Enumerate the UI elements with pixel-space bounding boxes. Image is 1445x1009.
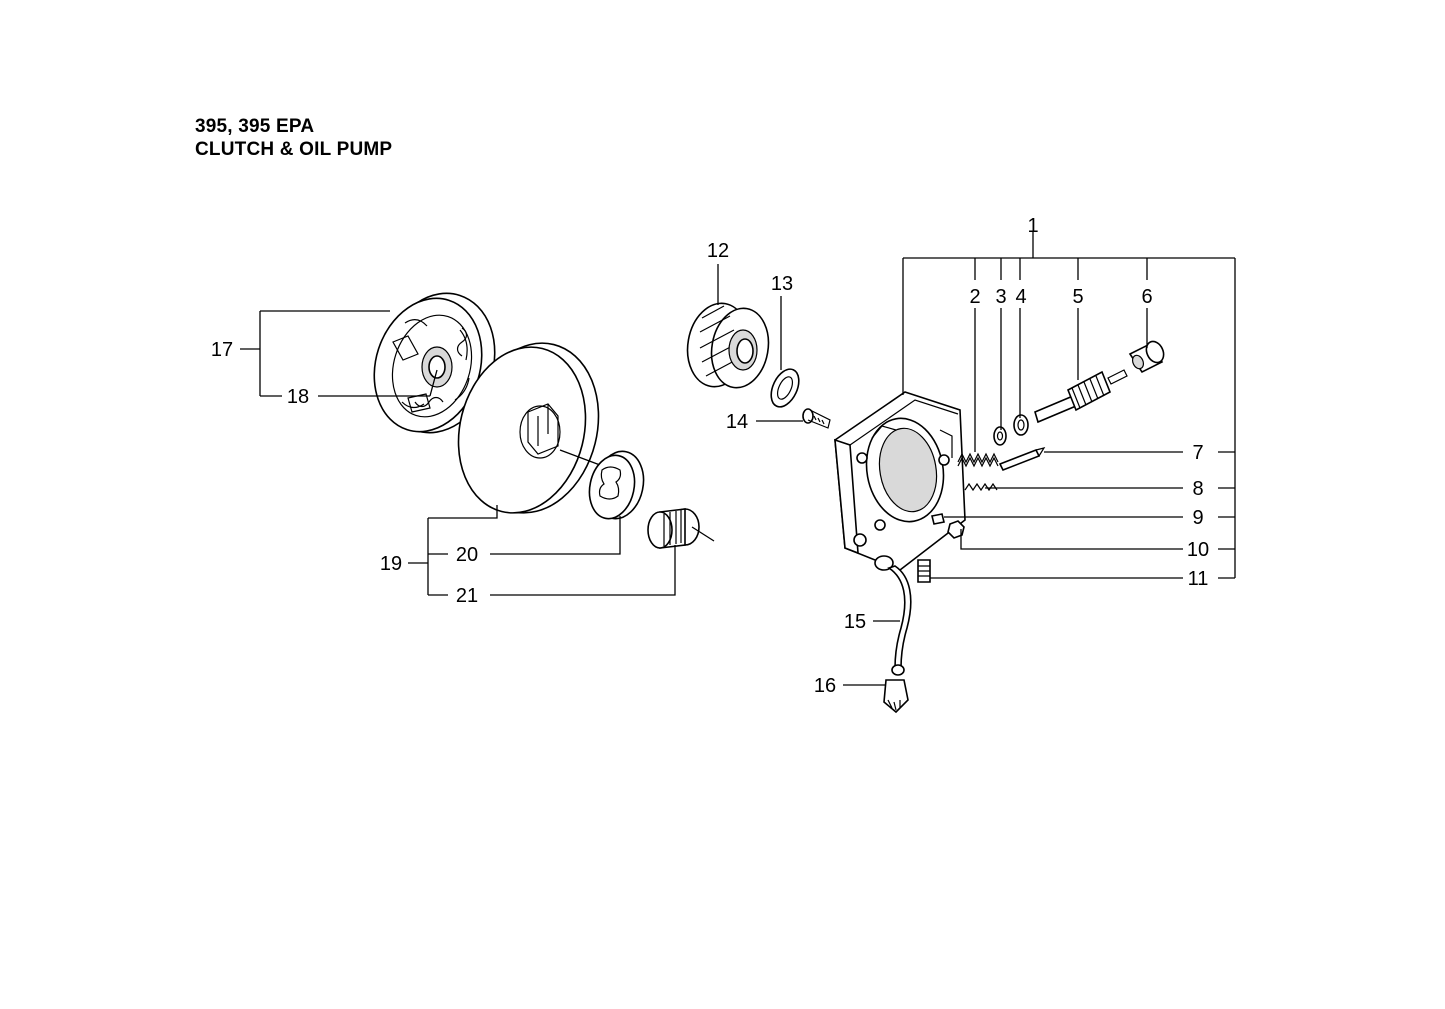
callout-7: 7: [1192, 442, 1203, 464]
clutch-drum-drawing: [457, 342, 601, 514]
oil-pump-housing-drawing: [834, 391, 966, 571]
callout-11: 11: [1188, 568, 1209, 590]
callout-17: 17: [211, 339, 233, 361]
clutch-assembly-drawing: [373, 292, 496, 434]
washer-4-drawing: [1013, 414, 1029, 436]
leader-lines: [240, 232, 1236, 686]
callout-15: 15: [844, 611, 866, 633]
callout-9: 9: [1192, 507, 1203, 529]
screw-14-drawing: [802, 408, 831, 429]
diagram-section-title: CLUTCH & OIL PUMP: [195, 139, 393, 160]
nut-10-drawing: [947, 520, 965, 539]
worm-gear-drawing: [686, 302, 770, 389]
callout-18: 18: [287, 386, 309, 408]
callout-16: 16: [814, 675, 836, 697]
callout-4: 4: [1015, 286, 1026, 308]
suction-hose-drawing: [874, 555, 912, 669]
adjuster-screw-drawing: [998, 447, 1046, 472]
spring-8-drawing: [964, 482, 998, 492]
nipple-11-drawing: [917, 559, 931, 583]
oil-filter-drawing: [883, 664, 909, 714]
callout-14: 14: [726, 411, 748, 433]
callout-8: 8: [1192, 478, 1203, 500]
washer-3-drawing: [993, 426, 1007, 446]
callout-5: 5: [1072, 286, 1083, 308]
callout-21: 21: [456, 585, 478, 607]
pump-spring-drawing: [957, 452, 999, 468]
callout-3: 3: [995, 286, 1006, 308]
plug-6-drawing: [1128, 340, 1165, 374]
callout-19: 19: [380, 553, 402, 575]
callout-10: 10: [1187, 539, 1209, 561]
callout-1: 1: [1027, 215, 1038, 237]
callout-6: 6: [1141, 286, 1152, 308]
rim-sprocket-drawing: [588, 450, 645, 520]
washer-13-drawing: [770, 368, 800, 408]
diagram-model-title: 395, 395 EPA: [195, 116, 315, 137]
needle-bearing-drawing: [647, 508, 715, 549]
pump-piston-drawing: [1034, 369, 1128, 424]
callout-2: 2: [969, 286, 980, 308]
pin-9-drawing: [931, 513, 945, 525]
callout-12: 12: [707, 240, 729, 262]
callout-13: 13: [771, 273, 793, 295]
callout-20: 20: [456, 544, 478, 566]
